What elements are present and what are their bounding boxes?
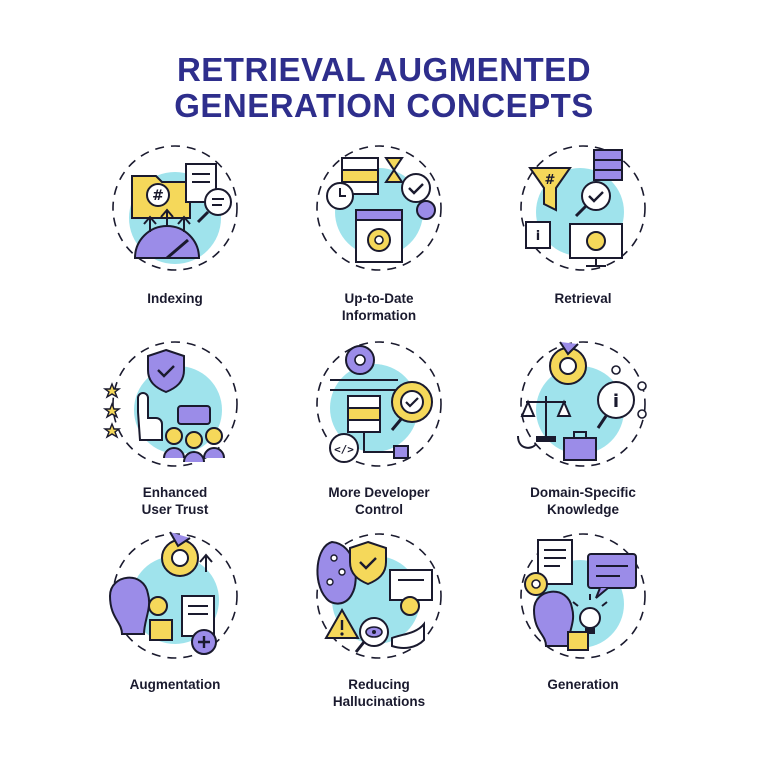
concept-label: Reducing Hallucinations (270, 676, 488, 710)
reducing-hallucinations-icon (316, 533, 442, 659)
concept-label: Indexing (66, 290, 284, 307)
concept-label-line-2: Control (355, 502, 403, 517)
concept-label-line-1: More Developer (328, 485, 430, 500)
concept-label: Augmentation (66, 676, 284, 693)
concept-label-line-2: Hallucinations (332, 694, 426, 709)
svg-text:</>: </> (334, 443, 354, 456)
concept-tile-reducing-hallucinations: Reducing Hallucinations (270, 528, 470, 718)
concept-label-line-1: Augmentation (129, 677, 221, 692)
concept-tile-enhanced-user-trust: Enhanced User Trust (66, 336, 266, 526)
concept-tile-indexing: # Indexing (66, 140, 266, 330)
indexing-icon: # (112, 145, 238, 271)
concept-label: Enhanced User Trust (66, 484, 284, 518)
svg-text:#: # (152, 188, 164, 204)
up-to-date-information-icon (316, 145, 442, 271)
domain-specific-knowledge-icon: i (517, 341, 647, 467)
concept-label-line-1: Retrieval (554, 291, 612, 306)
augmentation-icon (108, 531, 238, 659)
concept-label-line-1: Reducing (348, 677, 410, 692)
concept-label: More Developer Control (270, 484, 488, 518)
concept-label-line-2: User Trust (141, 502, 209, 517)
concept-label: Retrieval (474, 290, 692, 307)
page-title-line-1: RETRIEVAL AUGMENTED (176, 51, 592, 88)
svg-text:#: # (545, 173, 556, 188)
concept-label-line-1: Enhanced (142, 485, 208, 500)
concept-label-line-1: Up-to-Date (344, 291, 414, 306)
concept-label-line-2: Information (341, 308, 417, 323)
generation-icon (520, 533, 646, 659)
concept-tile-retrieval: # i Retrieval (474, 140, 674, 330)
concept-tile-augmentation: Augmentation (66, 528, 266, 718)
concept-label-line-1: Domain-Specific (530, 485, 636, 500)
concept-label-line-2: Knowledge (546, 502, 619, 517)
enhanced-user-trust-icon (102, 341, 238, 467)
more-developer-control-icon: </> (316, 341, 442, 467)
concept-label: Up-to-Date Information (270, 290, 488, 324)
concept-label-line-1: Generation (547, 677, 619, 692)
concept-tile-up-to-date-information: Up-to-Date Information (270, 140, 470, 330)
concept-label-line-1: Indexing (147, 291, 203, 306)
page-title: RETRIEVAL AUGMENTED GENERATION CONCEPTS (0, 52, 768, 124)
svg-text:i: i (536, 229, 540, 244)
concept-tile-domain-specific-knowledge: i Domain-Specific Knowledge (474, 336, 674, 526)
concept-tile-more-developer-control: </> More Developer Control (270, 336, 470, 526)
concept-label: Domain-Specific Knowledge (474, 484, 692, 518)
page-title-line-2: GENERATION CONCEPTS (174, 87, 594, 124)
concept-tile-generation: Generation (474, 528, 674, 718)
retrieval-icon: # i (520, 145, 646, 271)
svg-text:i: i (613, 391, 619, 412)
concept-label: Generation (474, 676, 692, 693)
